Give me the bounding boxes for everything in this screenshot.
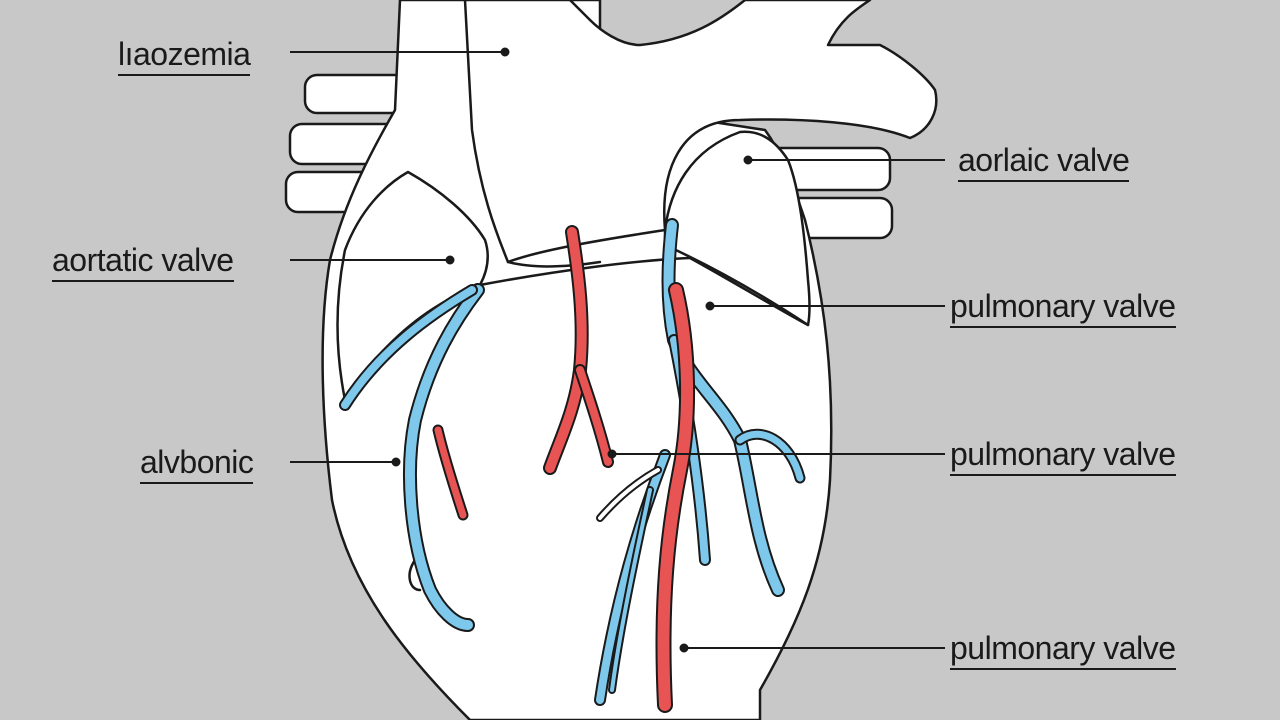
label-left-bottom: alvbonic	[140, 444, 254, 484]
label-right-upper-mid: pulmonary valve	[950, 288, 1176, 328]
label-left-top: lıaozemia	[118, 36, 251, 76]
label-right-bottom: pulmonary valve	[950, 630, 1176, 670]
label-right-top: aorlaic valve	[958, 142, 1130, 182]
right-auricle	[663, 130, 811, 327]
label-right-lower-mid: pulmonary valve	[950, 436, 1176, 476]
label-left-middle: aortatic valve	[52, 242, 234, 282]
aortic-arch	[463, 0, 938, 264]
